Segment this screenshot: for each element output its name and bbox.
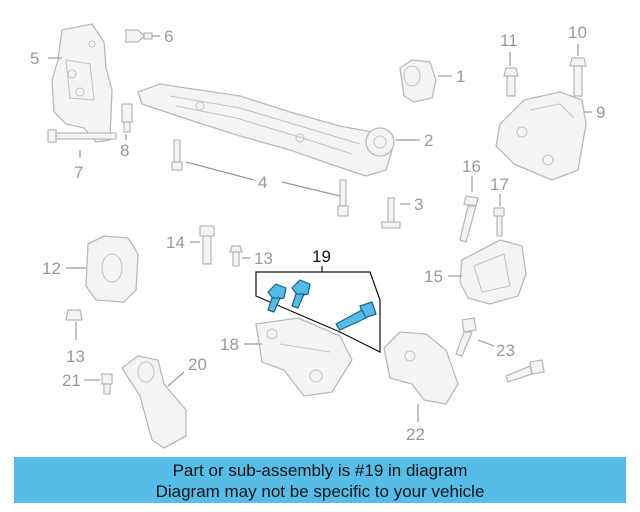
part-14-bolt [199, 225, 215, 265]
part-5-bracket [51, 23, 113, 143]
callout-2: 2 [424, 131, 433, 150]
callout-4: 4 [258, 173, 267, 192]
callout-23: 23 [496, 341, 515, 360]
part-20-mount [121, 355, 187, 449]
part-11-bolt [503, 67, 519, 97]
callout-21: 21 [62, 371, 81, 390]
callout-5: 5 [30, 49, 39, 68]
callout-18: 18 [220, 335, 239, 354]
part-19-bolt-kit[interactable] [255, 266, 381, 353]
part-19-bolt-1 [267, 283, 287, 313]
leader-lines [48, 35, 592, 422]
part-10-bolt [569, 57, 587, 97]
notice-line-1: Part or sub-assembly is #19 in diagram [172, 461, 468, 480]
part-1-mount [399, 59, 437, 103]
part-23-bolts [455, 317, 545, 383]
notice-line-2: Diagram may not be specific to your vehi… [155, 482, 485, 501]
callout-20: 20 [188, 355, 207, 374]
callout-12: 12 [42, 259, 61, 278]
callout-16: 16 [462, 157, 481, 176]
callout-10: 10 [568, 23, 587, 42]
part-15-bracket [459, 239, 527, 305]
callout-8: 8 [120, 141, 129, 160]
part-2-bushing [365, 127, 395, 157]
callout-13-lower: 13 [66, 347, 85, 366]
part-18-bracket [255, 317, 353, 397]
part-4-crossmember [137, 83, 393, 177]
callout-1: 1 [456, 67, 465, 86]
parts-diagram: 5 6 7 8 4 1 2 3 11 10 9 16 17 15 12 14 1… [30, 23, 605, 449]
callout-7: 7 [74, 163, 83, 182]
part-13-bolt [229, 245, 243, 267]
callout-13: 13 [254, 249, 273, 268]
callout-22: 22 [406, 425, 425, 444]
part-19-outline [255, 266, 381, 353]
callout-6: 6 [164, 27, 173, 46]
callout-17: 17 [490, 175, 509, 194]
part-8-clip [121, 103, 133, 133]
part-22-bracket [383, 331, 459, 405]
part-4-bolts [171, 139, 349, 217]
callout-3: 3 [414, 195, 423, 214]
part-9-mount [495, 91, 587, 181]
callout-14: 14 [166, 233, 185, 252]
callout-labels: 5 6 7 8 4 1 2 3 11 10 9 16 17 15 12 14 1… [30, 23, 605, 444]
part-12-mount [85, 235, 139, 303]
callout-19: 19 [312, 247, 331, 266]
part-6-nut [125, 29, 153, 43]
callout-9: 9 [596, 103, 605, 122]
callout-11: 11 [500, 31, 518, 50]
part-7-bolt [47, 129, 117, 143]
part-16-bolt [459, 195, 479, 243]
part-19-bolt-3 [335, 301, 377, 331]
callout-15: 15 [424, 267, 443, 286]
part-3-stud [381, 197, 401, 229]
part-13-nut [65, 309, 83, 321]
part-17-bolt [493, 207, 505, 237]
notice-banner: Part or sub-assembly is #19 in diagram D… [14, 457, 626, 503]
part-21-bolt [101, 373, 113, 395]
part-19-bolt-2 [291, 279, 311, 309]
